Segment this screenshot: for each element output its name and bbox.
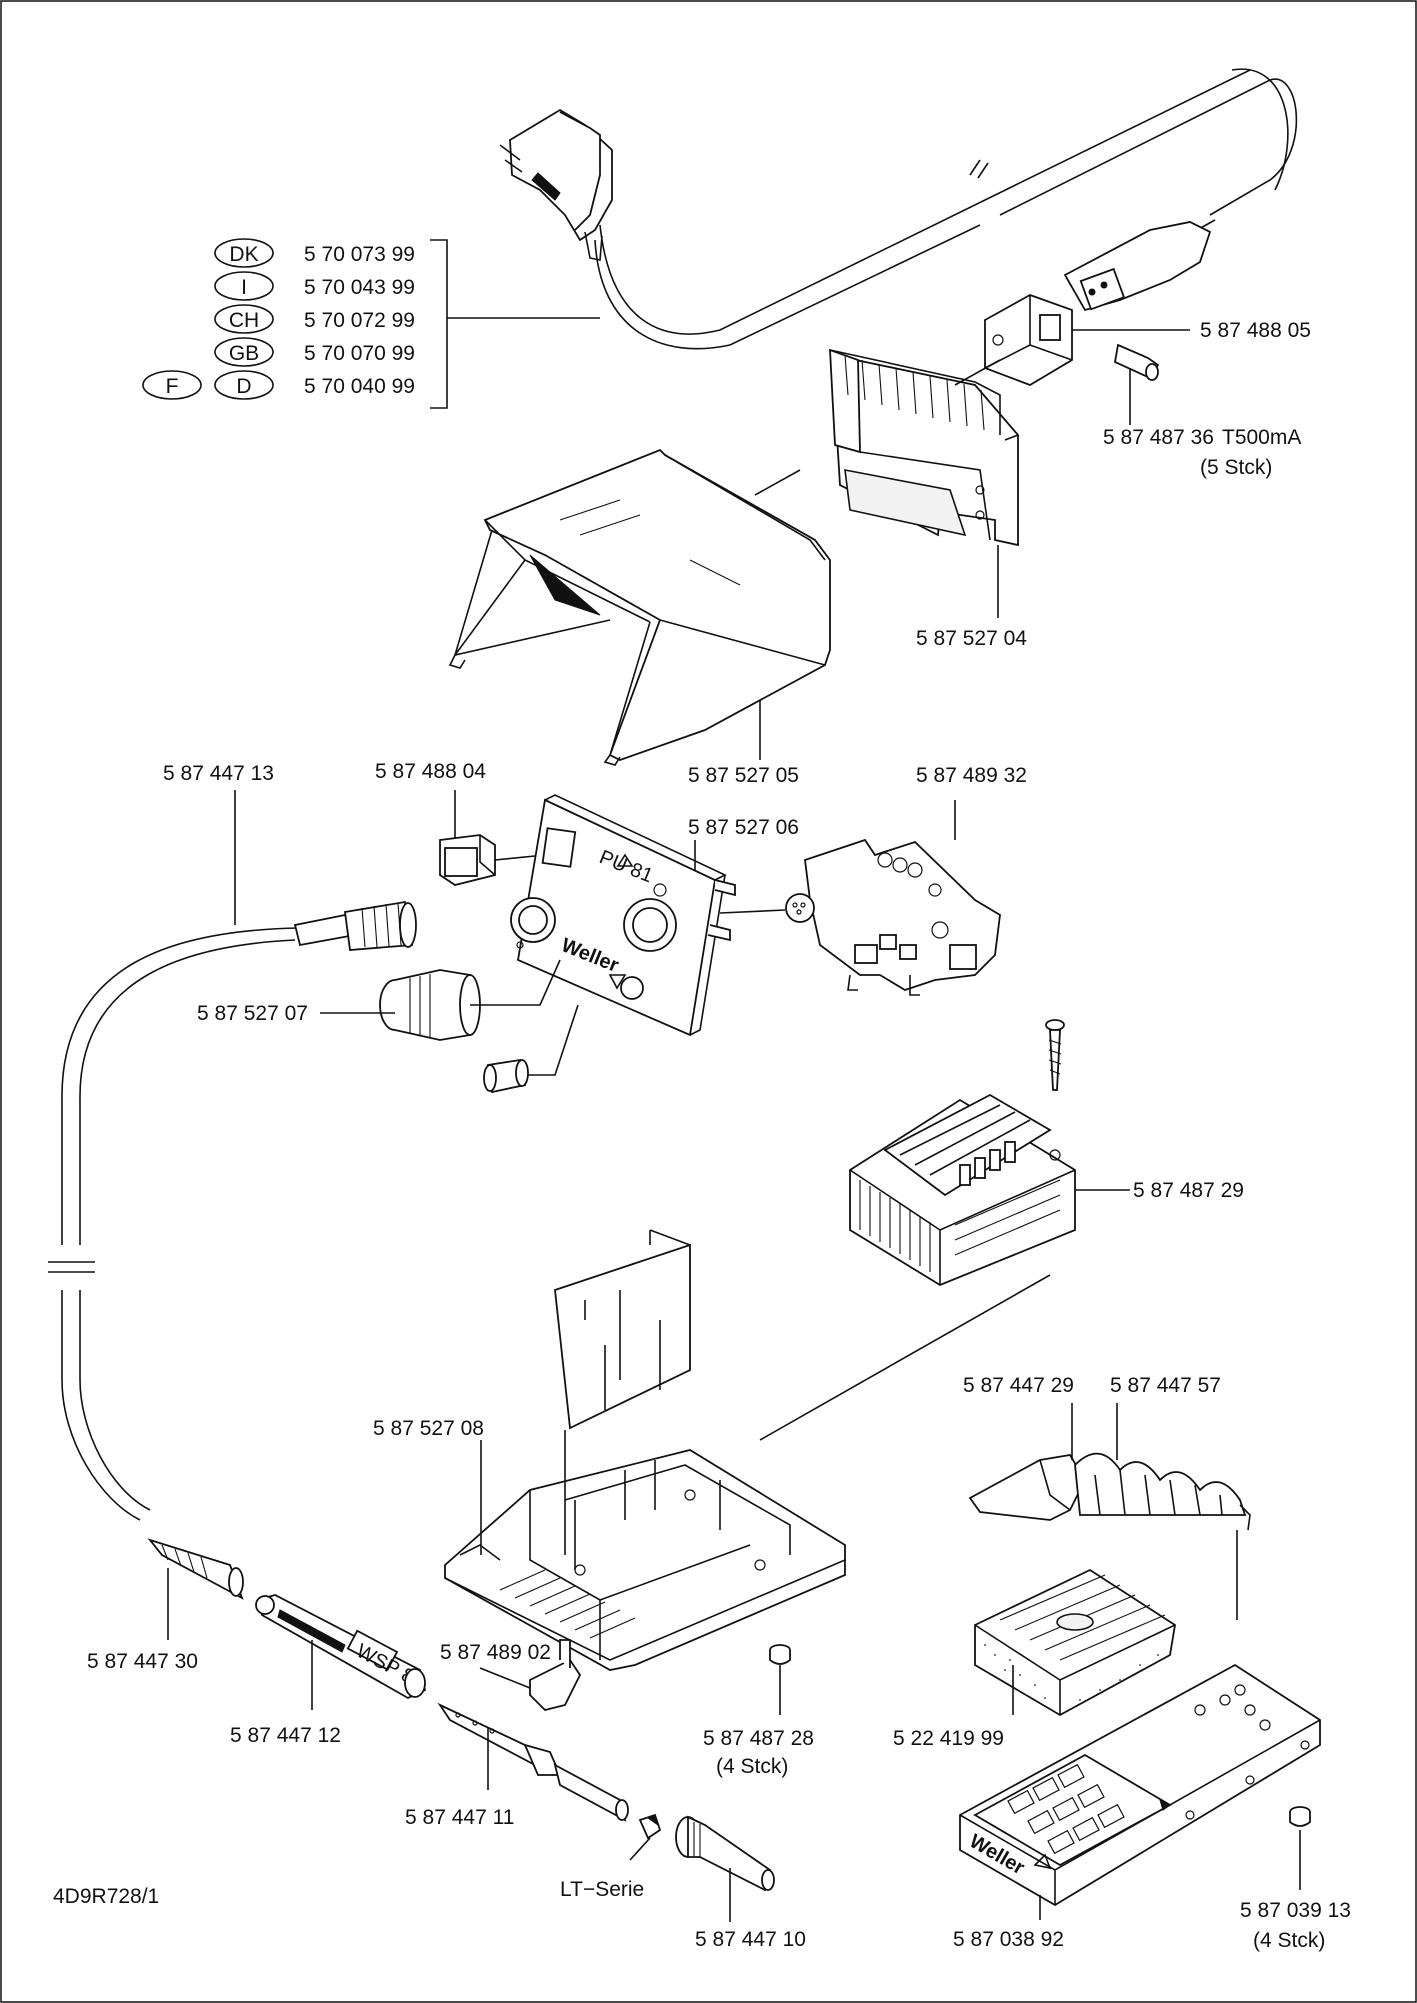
label-mains-board: 5 87 527 04 (916, 627, 1027, 650)
country-bracket (430, 239, 600, 409)
label-power-switch: 5 87 488 04 (375, 760, 486, 783)
base-frame (444, 1449, 846, 1671)
label-transformer: 5 87 487 29 (1133, 1179, 1244, 1202)
part-no-dk: 5 70 073 99 (304, 243, 415, 266)
label-tip-nut: 5 87 447 10 (695, 1928, 806, 1951)
label-sponge: 5 22 419 99 (893, 1727, 1004, 1750)
label-stand-feet-qty: (4 Stck) (1253, 1929, 1325, 1952)
country-code-dk: DK (229, 243, 258, 266)
label-stand-tray: 5 87 038 92 (953, 1928, 1064, 1951)
shield-plate (554, 1229, 691, 1430)
label-cover: 5 87 527 05 (688, 764, 799, 787)
country-code-d: D (236, 375, 251, 398)
schuko-plug (499, 108, 613, 261)
label-socket-nut: 5 87 527 07 (197, 1002, 308, 1025)
tip-nut (675, 1815, 775, 1892)
part-no-ch: 5 70 072 99 (304, 309, 415, 332)
heating-element (437, 1702, 629, 1822)
label-feet-qty: (4 Stck) (716, 1755, 788, 1778)
drawing-number: 4D9R728/1 (53, 1885, 159, 1908)
label-front-panel: 5 87 527 06 (688, 816, 799, 839)
leader-ground-lug (479, 1667, 531, 1689)
transformer (849, 1093, 1076, 1287)
part-no-i: 5 70 043 99 (304, 276, 415, 299)
label-feet: 5 87 487 28 (703, 1727, 814, 1750)
knob-cap (483, 1058, 529, 1094)
country-code-list: DK 5 70 073 99 I 5 70 043 99 CH 5 70 072… (142, 238, 415, 400)
cable-connector-plug (293, 900, 417, 951)
strain-relief (147, 1538, 244, 1600)
label-base-frame: 5 87 527 08 (373, 1417, 484, 1440)
leader-tip-series (629, 1837, 651, 1861)
transformer-assembly-line (759, 1274, 1051, 1441)
label-stand-feet: 5 87 039 13 (1240, 1899, 1351, 1922)
label-handle: 5 87 447 12 (230, 1724, 341, 1747)
fuse (1113, 343, 1160, 381)
label-soldering-cable: 5 87 447 13 (163, 762, 274, 785)
stand-holder (968, 1452, 1251, 1531)
mains-board (829, 348, 1019, 547)
transformer-screw (1045, 1019, 1065, 1091)
nut-assembly-line (470, 959, 561, 1006)
country-code-ch: CH (229, 309, 259, 332)
country-code-i: I (241, 276, 247, 299)
housing-cover (448, 448, 831, 766)
label-holder-b: 5 87 447 57 (1110, 1374, 1221, 1397)
part-no-d: 5 70 040 99 (304, 375, 415, 398)
socket-nut (379, 969, 481, 1041)
control-board (785, 800, 1001, 996)
iron-cable (48, 927, 301, 1521)
sponge (974, 1568, 1176, 1717)
board-assembly-line (719, 909, 786, 914)
part-no-gb: 5 70 070 99 (304, 342, 415, 365)
label-control-board: 5 87 489 32 (916, 764, 1027, 787)
label-tip-series: LT−Serie (560, 1878, 644, 1901)
cap-assembly-line (528, 1004, 579, 1076)
label-ground-lug: 5 87 489 02 (440, 1641, 551, 1664)
base-foot (769, 1644, 791, 1665)
assembly-line-b (954, 359, 1001, 386)
ground-lug (529, 1639, 582, 1711)
label-appliance-socket: 5 87 488 05 (1200, 319, 1311, 342)
power-switch (439, 834, 496, 886)
soldering-tip (638, 1813, 662, 1840)
country-code-f: F (166, 375, 179, 398)
label-fuse-rating: T500mA (1222, 426, 1301, 449)
label-fuse: 5 87 487 36 (1103, 426, 1214, 449)
label-strain-relief: 5 87 447 30 (87, 1650, 198, 1673)
country-code-gb: GB (229, 342, 259, 365)
front-panel: PU 81 Weller (510, 794, 736, 1037)
stand-tray: Weller (959, 1663, 1321, 1907)
iron-handle: WSP 80 (255, 1594, 427, 1700)
label-fuse-qty: (5 Stck) (1200, 456, 1272, 479)
assembly-line-a (754, 469, 801, 496)
label-holder-a: 5 87 447 29 (963, 1374, 1074, 1397)
appliance-socket (984, 294, 1073, 386)
iec-connector (1063, 221, 1212, 312)
stand-foot (1289, 1806, 1311, 1827)
mains-cable (556, 68, 1298, 350)
label-heating-element: 5 87 447 11 (405, 1806, 514, 1829)
